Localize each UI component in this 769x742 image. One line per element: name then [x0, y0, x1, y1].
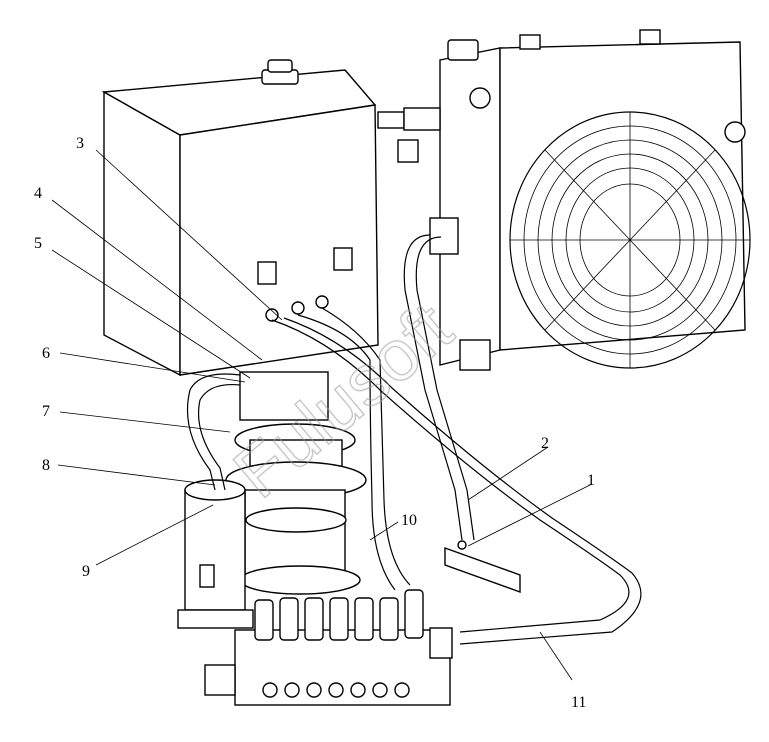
- callout-labels: 1 2 3 4 5 6 7 8 9 10 11: [34, 135, 595, 711]
- hoses: [186, 234, 642, 645]
- callout-11: 11: [571, 694, 586, 711]
- callout-3: 3: [76, 135, 84, 152]
- callout-7: 7: [42, 403, 50, 420]
- leader-2: [467, 446, 549, 501]
- callout-2: 2: [541, 435, 549, 452]
- leader-1: [467, 483, 593, 547]
- distributor-block: [444, 540, 521, 593]
- leader-7: [59, 411, 231, 433]
- oil-tank: [101, 59, 379, 377]
- leader-9: [95, 504, 214, 566]
- callout-10: 10: [401, 512, 417, 529]
- callout-8: 8: [42, 457, 50, 474]
- leader-8: [57, 464, 216, 486]
- leader-10: [369, 521, 399, 541]
- callout-6: 6: [42, 345, 50, 362]
- callout-1: 1: [587, 472, 595, 489]
- oil-cooler: [429, 29, 746, 371]
- pump-motor-group: [225, 371, 367, 595]
- callout-5: 5: [34, 235, 42, 252]
- leader-11: [539, 631, 573, 681]
- leader-lines: [51, 149, 593, 681]
- valve-block: [204, 589, 453, 706]
- leader-5: [51, 249, 251, 379]
- side-cylinder: [177, 479, 254, 629]
- cooler-fittings: [377, 107, 441, 163]
- fan-guard: [509, 111, 751, 369]
- leader-3: [95, 149, 283, 321]
- callout-4: 4: [34, 185, 42, 202]
- valve-sections: [254, 589, 424, 698]
- leader-6: [59, 352, 246, 383]
- callout-9: 9: [82, 563, 90, 580]
- leader-4: [51, 199, 263, 361]
